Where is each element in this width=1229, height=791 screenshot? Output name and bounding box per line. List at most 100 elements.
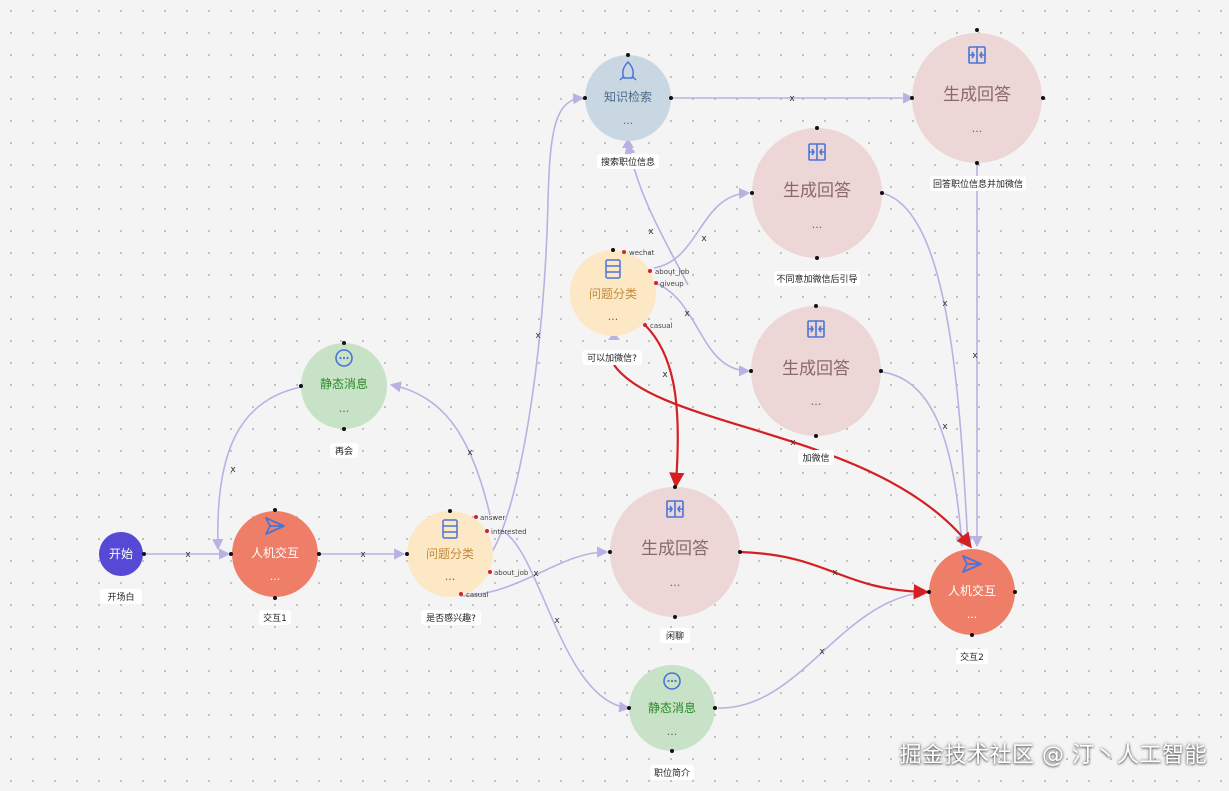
expand-icon	[807, 320, 825, 338]
edge-gen-mid1-interact2[interactable]	[881, 192, 974, 548]
edge-delete-label[interactable]: x	[819, 647, 825, 657]
connect-handle[interactable]	[627, 706, 631, 710]
edge-classify2-interact2[interactable]	[613, 364, 972, 549]
connect-handle[interactable]	[142, 552, 146, 556]
node-static1[interactable]: 静态消息 ... 再会	[299, 341, 387, 458]
edge-delete-label[interactable]: x	[662, 370, 668, 380]
edge-delete-label[interactable]: x	[230, 465, 236, 475]
output-port-dot[interactable]	[643, 323, 647, 327]
node-caption: 再会	[335, 445, 353, 457]
connect-handle[interactable]	[448, 509, 452, 513]
edge-gen-chat-interact2[interactable]	[739, 550, 930, 600]
connect-handle[interactable]	[927, 590, 931, 594]
edge-delete-label[interactable]: x	[790, 438, 796, 448]
edge-delete-label[interactable]: x	[789, 94, 795, 104]
connect-handle[interactable]	[229, 552, 233, 556]
connect-handle[interactable]	[879, 369, 883, 373]
output-port-dot[interactable]	[654, 281, 658, 285]
edge-static1-interact1[interactable]	[212, 386, 302, 551]
node-gen-top[interactable]: 生成回答 ... 回答职位信息并加微信	[910, 28, 1045, 191]
connect-handle[interactable]	[626, 53, 630, 57]
chat-bubble-icon	[663, 672, 681, 690]
connect-handle[interactable]	[611, 248, 615, 252]
connect-handle[interactable]	[738, 550, 742, 554]
output-port-dot[interactable]	[648, 269, 652, 273]
connect-handle[interactable]	[814, 434, 818, 438]
node-gen-mid2[interactable]: 生成回答 ... 加微信	[749, 304, 883, 465]
edge-delete-label[interactable]: x	[533, 569, 539, 579]
connect-handle[interactable]	[975, 28, 979, 32]
output-port-dot[interactable]	[474, 515, 478, 519]
node-caption: 回答职位信息并加微信	[933, 178, 1023, 190]
connect-handle[interactable]	[1041, 96, 1045, 100]
node-title: 静态消息	[320, 376, 368, 391]
connect-handle[interactable]	[750, 191, 754, 195]
edge-gen-mid2-interact2[interactable]	[881, 371, 967, 548]
node-interact2[interactable]: 人机交互 ... 交互2	[927, 549, 1017, 664]
edge-delete-label[interactable]: x	[942, 299, 948, 309]
edge-delete-label[interactable]: x	[185, 550, 191, 560]
output-port-dot[interactable]	[485, 529, 489, 533]
output-port-dot[interactable]	[488, 570, 492, 574]
connect-handle[interactable]	[749, 369, 753, 373]
edge-delete-label[interactable]: x	[360, 550, 366, 560]
connect-handle[interactable]	[342, 341, 346, 345]
node-title: 人机交互	[948, 583, 996, 598]
edge-delete-label[interactable]: x	[972, 351, 978, 361]
edge-classify2-gen-chat[interactable]	[644, 324, 685, 489]
connect-handle[interactable]	[583, 96, 587, 100]
edge-classify1-gen-chat[interactable]	[459, 546, 609, 597]
edge-classify2-gen-mid1[interactable]	[653, 187, 751, 269]
connect-handle[interactable]	[405, 552, 409, 556]
edge-delete-label[interactable]: x	[554, 616, 560, 626]
edge-delete-label[interactable]: x	[684, 309, 690, 319]
edge-classify1-retrieve[interactable]	[489, 93, 585, 556]
connect-handle[interactable]	[815, 256, 819, 260]
connect-handle[interactable]	[317, 552, 321, 556]
connect-handle[interactable]	[608, 550, 612, 554]
connect-handle[interactable]	[670, 749, 674, 753]
node-title: 生成回答	[783, 181, 851, 201]
node-caption: 交互2	[960, 651, 984, 663]
edge-delete-label[interactable]: x	[832, 568, 838, 578]
node-start[interactable]: 开始 开场白	[99, 532, 146, 604]
node-static2[interactable]: 静态消息 ... 职位简介	[627, 665, 717, 780]
edge-handle-arrow	[608, 332, 620, 340]
connect-handle[interactable]	[814, 304, 818, 308]
output-port-dot[interactable]	[459, 592, 463, 596]
connect-handle[interactable]	[669, 96, 673, 100]
node-dots: ...	[445, 570, 456, 583]
connect-handle[interactable]	[713, 706, 717, 710]
edge-handle-arrow	[622, 138, 634, 148]
edge-delete-label[interactable]: x	[535, 331, 541, 341]
edge-delete-label[interactable]: x	[942, 422, 948, 432]
output-port-label: about_job	[494, 569, 529, 577]
node-interact1[interactable]: 人机交互 ... 交互1	[229, 508, 321, 625]
edge-static2-interact2[interactable]	[717, 587, 929, 709]
edge-delete-label[interactable]: x	[467, 448, 473, 458]
connect-handle[interactable]	[1013, 590, 1017, 594]
connect-handle[interactable]	[880, 191, 884, 195]
connect-handle[interactable]	[299, 384, 303, 388]
connect-handle[interactable]	[975, 161, 979, 165]
edge-classify1-static2[interactable]	[499, 529, 631, 713]
node-classify1[interactable]: 问题分类 ... answer interested about_job cas…	[405, 509, 529, 625]
node-classify2[interactable]: 问题分类 ... wechat about_job giveup casual …	[570, 248, 690, 365]
edge-classify2-gen-mid2[interactable]	[654, 282, 751, 377]
edge-classify1-static1[interactable]	[389, 381, 491, 516]
node-retrieve[interactable]: 知识检索 ... 搜索职位信息	[583, 53, 673, 169]
connect-handle[interactable]	[970, 633, 974, 637]
connect-handle[interactable]	[273, 508, 277, 512]
edge-delete-label[interactable]: x	[701, 234, 707, 244]
connect-handle[interactable]	[342, 427, 346, 431]
edge-delete-label[interactable]: x	[648, 227, 654, 237]
connect-handle[interactable]	[815, 126, 819, 130]
node-gen-chat[interactable]: 生成回答 ... 闲聊	[608, 485, 742, 643]
connect-handle[interactable]	[273, 596, 277, 600]
output-port-dot[interactable]	[622, 250, 626, 254]
node-gen-mid1[interactable]: 生成回答 ... 不同意加微信后引导	[750, 126, 884, 286]
connect-handle[interactable]	[910, 96, 914, 100]
connect-handle[interactable]	[673, 615, 677, 619]
connect-handle[interactable]	[673, 485, 677, 489]
